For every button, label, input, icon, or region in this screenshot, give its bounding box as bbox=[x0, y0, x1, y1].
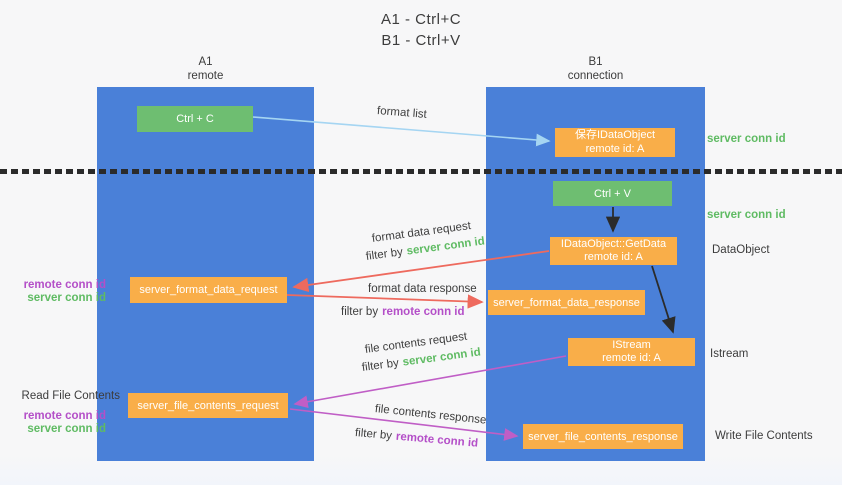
node-server-format-data-response: server_format_data_response bbox=[488, 290, 645, 315]
annotation-dataobject: DataObject bbox=[712, 244, 770, 256]
annotation-read-file-contents: Read File Contents bbox=[21, 390, 120, 402]
node-ctrl-c: Ctrl + C bbox=[137, 106, 253, 132]
node-istream-line2: remote id: A bbox=[602, 352, 661, 364]
node-server-format-data-response-label: server_format_data_response bbox=[493, 296, 640, 309]
remote-conn-id-text: remote conn id bbox=[382, 306, 465, 318]
node-server-file-contents-request-label: server_file_contents_request bbox=[137, 399, 279, 412]
node-server-format-data-request-label: server_format_data_request bbox=[139, 284, 278, 296]
annotation-remote-conn-id-left-top: remote conn id bbox=[23, 279, 106, 291]
node-ctrl-v: Ctrl + V bbox=[553, 181, 672, 206]
node-idataobject-getdata: IDataObject::GetData remote id: A bbox=[550, 237, 677, 265]
node-istream-line1: IStream bbox=[612, 338, 651, 351]
title-line-2: B1 - Ctrl+V bbox=[381, 32, 461, 49]
node-idataobject-getdata-line2: remote id: A bbox=[584, 251, 643, 263]
format-data-response-arrow bbox=[286, 294, 484, 309]
node-ctrl-v-label: Ctrl + V bbox=[594, 187, 631, 200]
filter-by-prefix: filter by bbox=[341, 306, 379, 318]
node-server-file-contents-request: server_file_contents_request bbox=[128, 393, 288, 418]
label-file-contents-response: file contents response bbox=[374, 403, 487, 427]
lane-b1-title: B1 bbox=[588, 56, 603, 68]
node-idataobject-getdata-line1: IDataObject::GetData bbox=[560, 237, 667, 250]
lane-b1-subtitle: connection bbox=[567, 70, 624, 82]
node-save-idataobject: 保存IDataObject remote id: A bbox=[555, 128, 675, 157]
diagram-title: A1 - Ctrl+C B1 - Ctrl+V bbox=[0, 9, 842, 51]
remote-conn-id-text: remote conn id bbox=[395, 430, 479, 450]
annotation-istream: Istream bbox=[710, 348, 749, 360]
filter-by-prefix: filter by bbox=[365, 246, 404, 263]
server-conn-id-text: server conn id bbox=[401, 346, 482, 369]
annotation-write-file-contents: Write File Contents bbox=[715, 430, 813, 442]
node-istream: IStream remote id: A bbox=[568, 338, 695, 366]
node-server-format-data-request: server_format_data_request bbox=[130, 277, 287, 303]
annotation-server-conn-id-left-top: server conn id bbox=[27, 292, 106, 304]
annotation-server-conn-id-top-right: server conn id bbox=[707, 133, 786, 145]
annotation-server-conn-id-mid-right: server conn id bbox=[707, 209, 786, 221]
label-format-list: format list bbox=[376, 105, 428, 121]
node-ctrl-c-label: Ctrl + C bbox=[176, 113, 214, 125]
node-server-file-contents-response: server_file_contents_response bbox=[523, 424, 683, 449]
node-server-file-contents-response-label: server_file_contents_response bbox=[528, 430, 678, 443]
filter-by-prefix: filter by bbox=[361, 357, 400, 374]
phase-separator-dotted-line bbox=[0, 169, 842, 174]
annotation-remote-conn-id-left-bottom: remote conn id bbox=[23, 410, 106, 422]
label-format-data-response: format data response bbox=[368, 283, 477, 295]
lane-a1-subtitle: remote bbox=[187, 70, 224, 82]
node-save-idataobject-line2: remote id: A bbox=[585, 142, 645, 155]
node-save-idataobject-line1: 保存IDataObject bbox=[574, 129, 656, 141]
title-line-1: A1 - Ctrl+C bbox=[380, 11, 462, 28]
lane-header-b1: B1 connection bbox=[486, 55, 705, 83]
lane-a1-title: A1 bbox=[198, 56, 213, 68]
filter-by-prefix: filter by bbox=[354, 427, 393, 443]
lane-header-a1: A1 remote bbox=[97, 55, 314, 83]
annotation-server-conn-id-left-bottom: server conn id bbox=[27, 423, 106, 435]
